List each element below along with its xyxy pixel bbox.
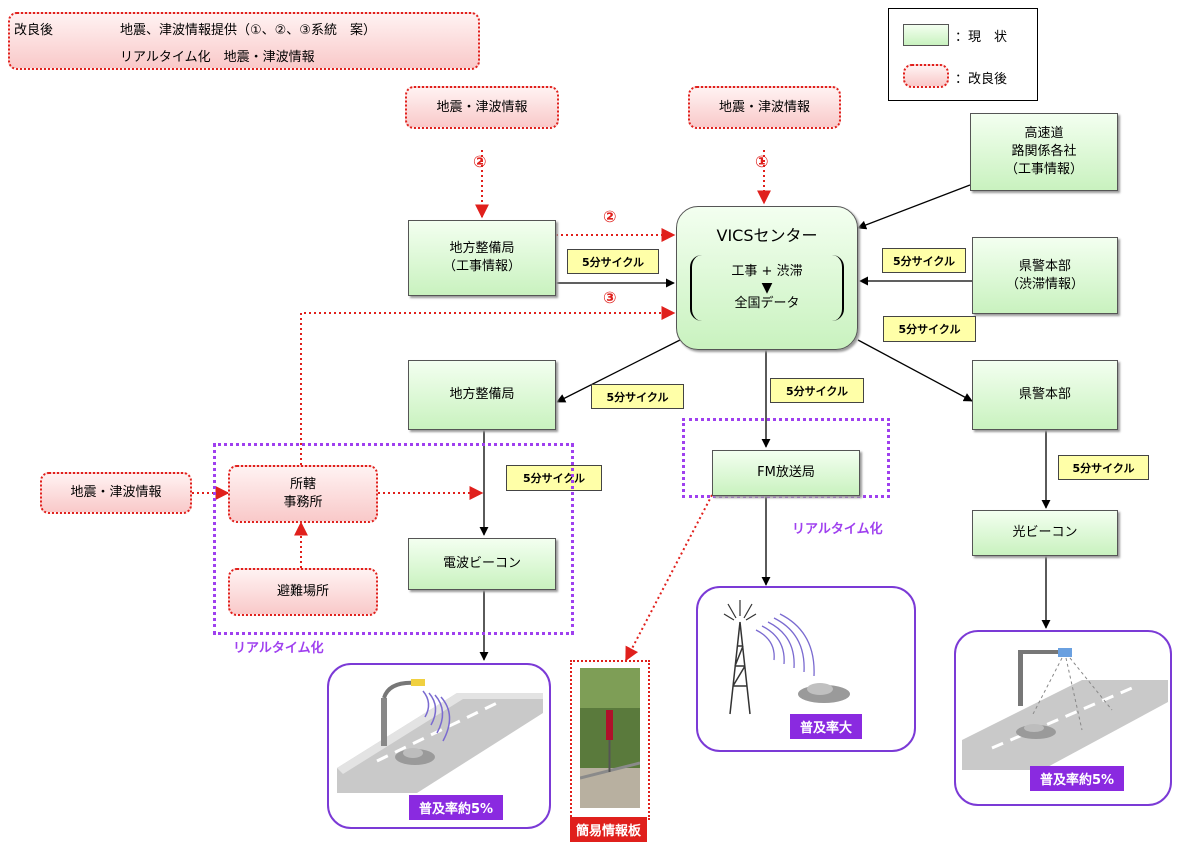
quake-source-right-label: 地震・津波情報: [718, 99, 810, 115]
realtime-label-fm: リアルタイム化: [792, 522, 883, 537]
office-to-center-dotted: [300, 306, 676, 465]
optical-beacon-label: 光ビーコン: [1012, 525, 1078, 540]
vics-center-box: VICSセンター 工事 + 渋滞 ▼ 全国データ: [676, 206, 858, 350]
quake-source-left-label: 地震・津波情報: [436, 99, 528, 115]
fm-station-box: FM放送局: [712, 450, 860, 496]
header-label: 改良後: [14, 23, 54, 38]
cycle-badge-bureau-beacon: 5分サイクル: [506, 465, 602, 491]
quake-source-local-label: 地震・津波情報: [70, 485, 162, 500]
marker-three: ③: [603, 288, 617, 307]
legend-current-swatch: [903, 24, 949, 46]
vics-center-line2: 全国データ: [734, 296, 800, 311]
optical-beacon-panel: 普及率約5%: [954, 630, 1172, 806]
legend-improved-label: ：改良後: [955, 72, 1008, 87]
optical-beacon-scene-image: [962, 648, 1168, 770]
radio-beacon-caption: 普及率約5%: [409, 795, 504, 820]
police-traffic-line2: （渋滞情報）: [1005, 276, 1084, 292]
fm-broadcast-caption: 普及率大: [790, 714, 863, 739]
quake-source-right: 地震・津波情報: [688, 86, 841, 129]
quake-source-left: 地震・津波情報: [405, 86, 559, 129]
police-traffic-line1: 県警本部: [1018, 258, 1071, 274]
simple-info-board-panel: 簡易情報板: [570, 660, 650, 842]
vics-center-line1: 工事 + 渋滞: [731, 264, 803, 279]
vics-center-title: VICSセンター: [716, 226, 818, 245]
prefectural-police-label: 県警本部: [1018, 387, 1071, 402]
regional-bureau-construction-line1: 地方整備局: [449, 241, 515, 256]
legend-improved-swatch: [903, 64, 949, 88]
header-box: 改良後 地震、津波情報提供（①、②、③系統 案） リアルタイム化 地震・津波情報: [8, 12, 480, 70]
marker-two-side: ②: [603, 207, 617, 226]
legend-current-label: ：現 状: [955, 30, 1008, 45]
simple-info-board-caption: 簡易情報板: [570, 817, 648, 842]
realtime-region-left: [213, 443, 574, 635]
realtime-label-left: リアルタイム化: [233, 641, 324, 656]
optical-beacon-caption: 普及率約5%: [1030, 766, 1125, 791]
legend: ：現 状 ：改良後: [888, 8, 1038, 101]
vics-center-inner: 工事 + 渋滞 ▼ 全国データ: [690, 255, 844, 321]
district-office-line1: 所轄: [289, 477, 316, 492]
quake-source-local: 地震・津波情報: [40, 472, 192, 514]
radio-beacon-scene-image: [337, 679, 543, 793]
prefectural-police-traffic-box: 県警本部 （渋滞情報）: [972, 237, 1118, 314]
realtime-region-fm: [682, 418, 890, 498]
radio-beacon-label: 電波ビーコン: [442, 556, 521, 571]
cycle-badge-center-police: 5分サイクル: [883, 316, 976, 342]
cycle-badge-center-bureau: 5分サイクル: [591, 384, 684, 409]
cycle-badge-police-center: 5分サイクル: [882, 248, 966, 273]
regional-bureau-construction-box: 地方整備局 （工事情報）: [408, 220, 556, 296]
expressway-companies-box: 高速道 路関係各社 （工事情報）: [970, 113, 1118, 191]
header-line2: リアルタイム化 地震・津波情報: [120, 50, 315, 65]
cycle-badge-police-optical: 5分サイクル: [1058, 455, 1149, 480]
evacuation-site-label: 避難場所: [276, 584, 329, 599]
cycle-badge-bureau-center: 5分サイクル: [567, 249, 659, 274]
district-office-box: 所轄 事務所: [228, 465, 378, 523]
fm-station-label: FM放送局: [757, 465, 815, 480]
vics-center-arrow: ▼: [761, 280, 773, 296]
regional-bureau-construction-line2: （工事情報）: [442, 259, 521, 274]
fm-to-board: [625, 494, 713, 662]
fm-broadcast-scene-image: [723, 600, 850, 715]
header-line1: 地震、津波情報提供（①、②、③系統 案）: [120, 23, 376, 38]
expressway-to-center: [857, 184, 971, 230]
radio-beacon-panel: 普及率約5%: [327, 663, 551, 829]
evacuation-site-box: 避難場所: [228, 568, 378, 616]
fm-broadcast-panel: 普及率大: [696, 586, 916, 752]
prefectural-police-box: 県警本部: [972, 360, 1118, 430]
marker-one: ①: [755, 152, 769, 171]
radio-beacon-box: 電波ビーコン: [408, 538, 556, 590]
marker-two-top: ②: [473, 152, 487, 171]
simple-info-board-photo: [580, 668, 640, 808]
expressway-line1: 高速道: [1024, 126, 1064, 141]
expressway-line3: （工事情報）: [1004, 162, 1083, 177]
regional-bureau-box: 地方整備局: [408, 360, 556, 430]
center-to-police: [857, 339, 973, 402]
center-to-bureau: [556, 339, 681, 403]
regional-bureau-label: 地方整備局: [449, 387, 515, 402]
expressway-line2: 路関係各社: [1011, 144, 1077, 159]
district-office-line2: 事務所: [283, 495, 323, 510]
cycle-badge-center-fm: 5分サイクル: [770, 378, 864, 403]
optical-beacon-box: 光ビーコン: [972, 510, 1118, 556]
